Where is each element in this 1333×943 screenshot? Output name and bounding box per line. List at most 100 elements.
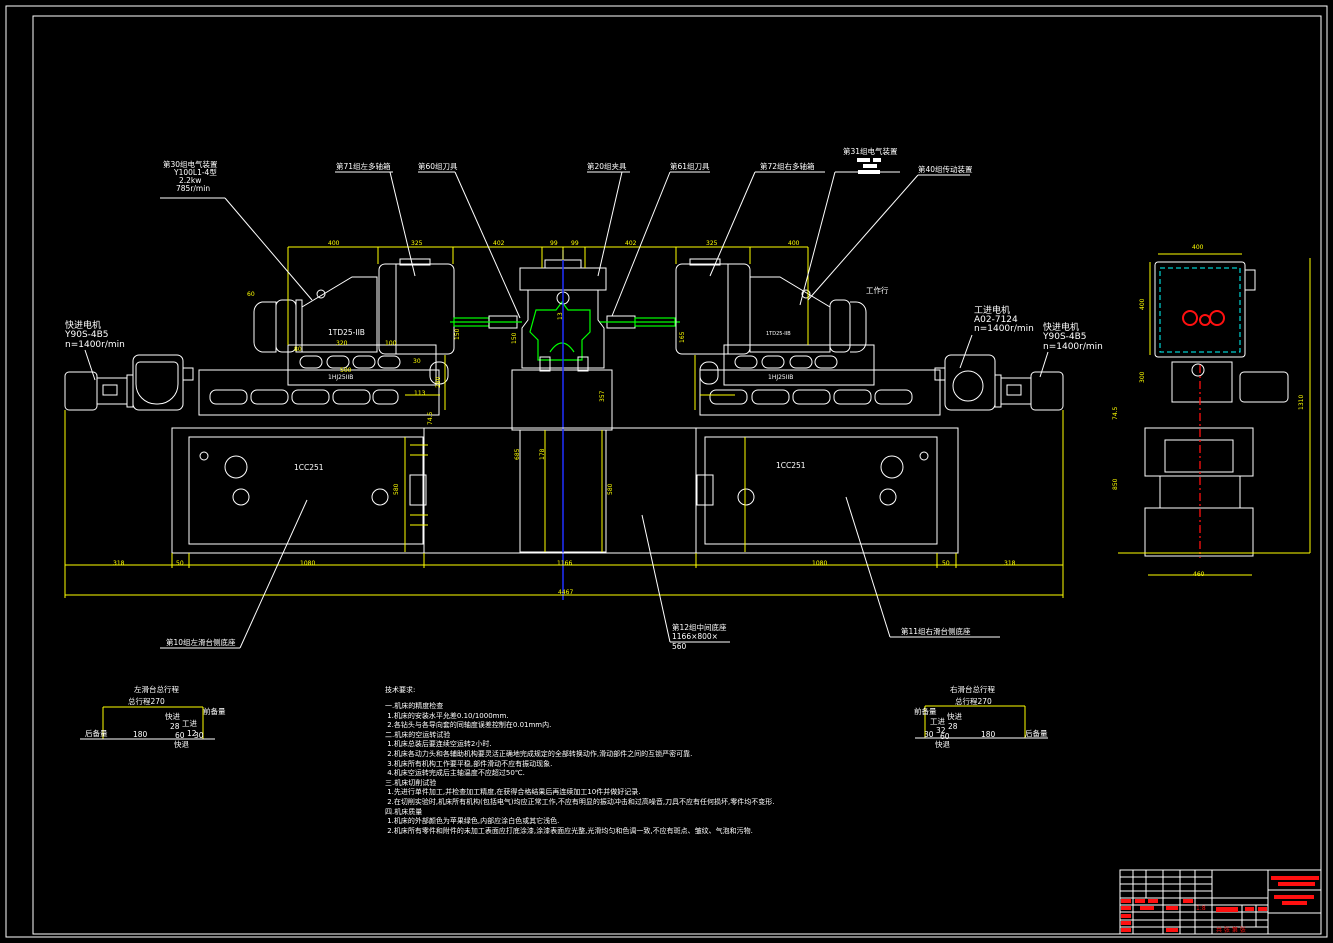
right-stroke-total: 总行程270 <box>955 697 992 706</box>
tech-line: 4.机床空运转完成后主轴温度不应超过50℃. <box>385 769 525 778</box>
dim-side-74-5: 74.5 <box>1112 406 1119 420</box>
right-rapid-motor-label-3: n=1400r/min <box>1043 342 1103 352</box>
dim-center-178: 178 <box>539 448 546 460</box>
right-stroke-feed: 工进 <box>930 717 945 726</box>
right-stroke-v180: 180 <box>981 730 996 739</box>
right-stroke-back: 后备量 <box>1025 729 1048 738</box>
tech-line: 3.机床所有机构工作要平稳,部件滑动不应有振动现象. <box>385 759 553 768</box>
dim-bottom-1166: 1166 <box>557 560 573 567</box>
tech-line: 2.在切削实验时,机床所有机构(包括电气)均应正常工作,不应有明显的振动冲击和过… <box>385 797 775 806</box>
right-rapid-motor-label-2: Y90S-4B5 <box>1043 332 1087 342</box>
callout-box72: 第72组右多轴箱 <box>760 162 815 171</box>
dim-bottom-50-left: 50 <box>176 560 184 567</box>
dim-center-357: 357 <box>599 390 606 402</box>
dim-left-500: 500 <box>340 367 352 374</box>
right-stroke-title: 右滑台总行程 <box>950 685 995 694</box>
tech-line: 四.机床质量 <box>385 807 423 816</box>
callout-drive40: 第40组传动装置 <box>918 165 973 174</box>
callout-base10: 第10组左滑台侧底座 <box>166 638 236 647</box>
right-power-head <box>675 258 867 355</box>
center-fixture <box>511 259 613 553</box>
dim-left-320: 320 <box>336 340 348 347</box>
tech-line: 2.机床所有零件和附件的未加工表面应打底涂漆,涂漆表面应光整,光滑均匀和色调一致… <box>385 826 753 835</box>
dim-top-7: 325 <box>706 240 718 247</box>
right-stroke-v28: 28 <box>948 722 958 731</box>
leader-lines <box>84 171 1049 649</box>
right-stroke-rapid: 快进 <box>947 712 962 721</box>
outer-frame <box>5 5 1328 938</box>
dim-left-280: 280 <box>435 376 442 388</box>
left-rapid-motor-label-2: Y90S-4B5 <box>65 330 109 340</box>
tech-line: 1.机床总装后要连续空运转2小时. <box>385 740 492 749</box>
left-slide <box>198 344 449 416</box>
left-stroke-v28: 28 <box>170 722 180 731</box>
dim-side-460: 460 <box>1193 571 1205 578</box>
left-stroke-diagram <box>80 706 215 740</box>
dim-base-left-580: 580 <box>393 483 400 495</box>
slide-left-label: 1HJ25IIB <box>328 374 354 381</box>
callout-work-stroke: 工作行 <box>866 286 889 295</box>
title-block <box>1119 869 1322 935</box>
side-view <box>1118 253 1311 576</box>
left-power-head <box>253 258 455 355</box>
inner-frame <box>32 15 1322 935</box>
base-left-label: 1CC251 <box>294 463 324 472</box>
left-rapid-motor <box>64 371 134 411</box>
right-rapid-motor <box>994 371 1064 411</box>
right-stroke-diagram <box>915 705 1048 739</box>
dim-left-100: 100 <box>385 340 397 347</box>
dim-side-400-v: 400 <box>1139 298 1146 310</box>
dim-side-300: 300 <box>1139 371 1146 383</box>
dim-center-150: 150 <box>511 332 518 344</box>
right-spindle <box>600 315 680 329</box>
dim-side-1310: 1310 <box>1298 394 1305 410</box>
left-rapid-motor-label-3: n=1400r/min <box>65 340 125 350</box>
right-slide <box>699 344 941 416</box>
base-right-label: 1CC251 <box>776 461 806 470</box>
tech-line: 1.机床的安装水平允差0.10/1000mm. <box>385 711 509 720</box>
dim-side-850: 850 <box>1112 478 1119 490</box>
left-stroke-rapid: 快进 <box>165 712 180 721</box>
power-head-right-label: 1TD25-IIB <box>766 331 791 337</box>
callout-tool61: 第61组刀具 <box>670 162 710 171</box>
dim-center-580: 580 <box>607 483 614 495</box>
callout-elec30-1: 第30组电气装置 <box>163 160 218 169</box>
dim-bottom-318-right: 318 <box>1004 560 1016 567</box>
tech-line: 三.机床切削试验 <box>385 778 437 787</box>
dim-center-13: 13 <box>557 312 564 320</box>
dim-left-80: 80 <box>294 346 302 353</box>
right-feed-motor-label-1: 工进电机 <box>974 306 1011 316</box>
dim-center-685: 685 <box>514 448 521 460</box>
left-stroke-total: 总行程270 <box>128 697 165 706</box>
right-stroke-v32: 32 <box>936 726 946 735</box>
power-head-left-label: 1TD25-IIB <box>328 328 365 337</box>
left-gearbox <box>132 354 194 411</box>
dim-overall: 4467 <box>558 589 574 596</box>
tech-heading: 技术要求: <box>385 686 416 694</box>
left-stroke-v30: 30 <box>194 731 204 740</box>
title-block-scale: 1:8 <box>1196 905 1206 912</box>
right-feed-motor-label-2: A02-7124 <box>974 315 1018 325</box>
dim-bottom-1080-left: 1080 <box>300 560 316 567</box>
title-block-sheet: 共 张 第 张 <box>1216 927 1246 934</box>
tech-line: 一.机床的精度检查 <box>385 702 444 710</box>
dim-top-8: 400 <box>788 240 800 247</box>
tech-line: 1.先进行单件加工,并检查加工精度,在获得合格结果后再连续加工10件并做好记录. <box>385 788 641 797</box>
left-stroke-front: 前备量 <box>203 707 226 716</box>
left-stroke-title: 左滑台总行程 <box>134 685 179 694</box>
dim-bottom-1080-right: 1080 <box>812 560 828 567</box>
left-spindle <box>450 315 522 329</box>
right-rapid-motor-label-1: 快进电机 <box>1043 323 1080 333</box>
tech-requirements-list: 一.机床的精度检查 1.机床的安装水平允差0.10/1000mm. 2.各钻头与… <box>385 702 775 836</box>
dim-left-60: 60 <box>247 291 255 298</box>
dim-left-113: 113 <box>414 390 426 397</box>
right-feed-motor-label-3: n=1400r/min <box>974 324 1034 334</box>
callout-elec30-4: 785r/min <box>176 184 211 193</box>
right-base <box>695 427 959 554</box>
right-stroke-v60: 60 <box>940 732 950 741</box>
right-stroke-v30: 30 <box>924 730 934 739</box>
dimension-lines <box>64 246 1064 598</box>
dim-top-4: 99 <box>550 240 558 247</box>
left-stroke-return: 快退 <box>174 740 189 749</box>
